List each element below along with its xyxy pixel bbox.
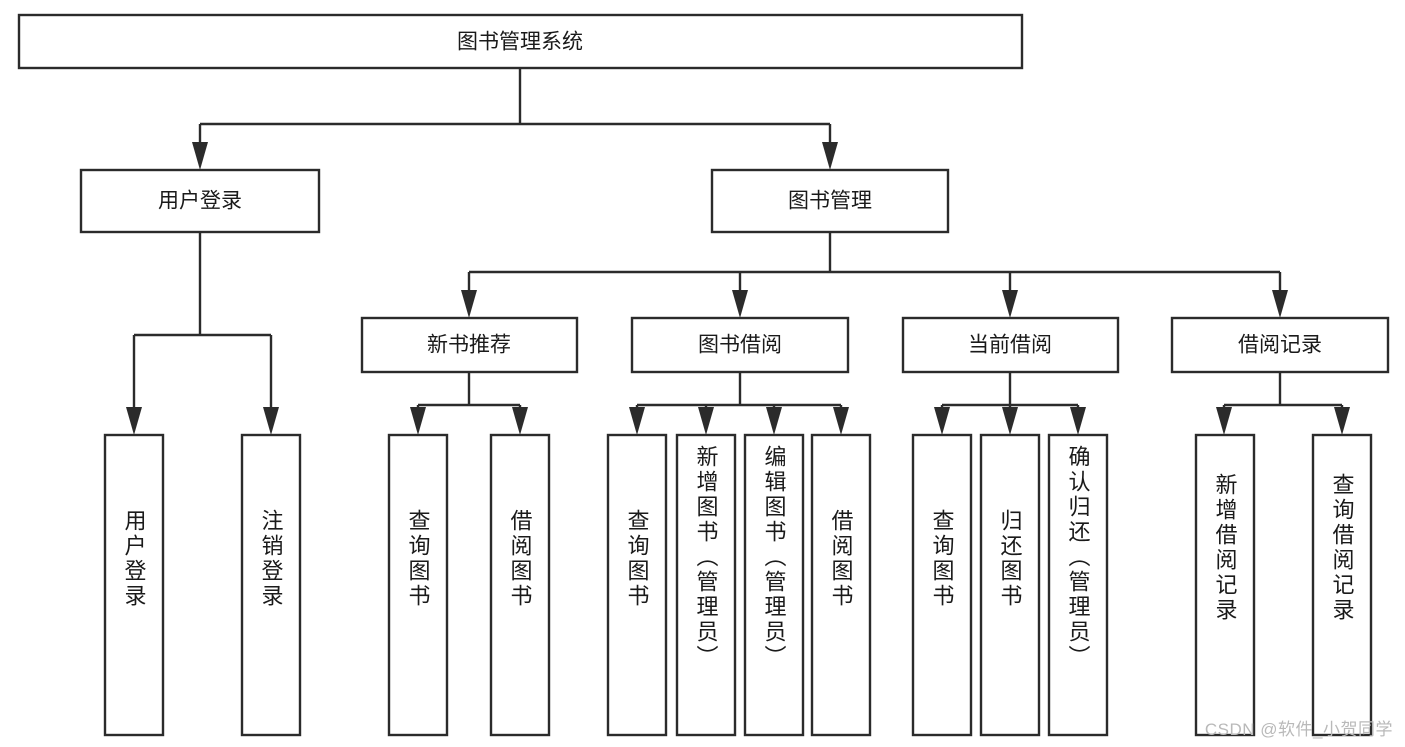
- node-book-borrow-label: 图书借阅: [698, 334, 782, 357]
- leaf-borrow-add-book-admin[interactable]: [675, 433, 737, 737]
- node-borrow-record-label: 借阅记录: [1238, 334, 1322, 357]
- node-root-book-management-system[interactable]: [17, 13, 1024, 70]
- arrow-head-icon: [461, 290, 477, 318]
- leaf-borrow-borrow-book[interactable]: [810, 433, 872, 737]
- node-current-borrow-label: 当前借阅: [968, 334, 1052, 357]
- arrow-head-icon: [698, 407, 714, 435]
- arrow-head-icon: [1272, 290, 1288, 318]
- leaf-record-query-record[interactable]: [1311, 433, 1373, 737]
- arrow-head-icon: [126, 407, 142, 435]
- arrow-head-icon: [410, 407, 426, 435]
- leaf-newbook-borrow-book[interactable]: [489, 433, 551, 737]
- leaf-current-confirm-return-admin[interactable]: [1047, 433, 1109, 737]
- node-book-management[interactable]: [710, 168, 950, 234]
- arrow-head-icon: [192, 142, 208, 170]
- arrow-head-icon: [263, 407, 279, 435]
- arrow-head-icon: [833, 407, 849, 435]
- arrow-head-icon: [1334, 407, 1350, 435]
- node-user-login[interactable]: [79, 168, 321, 234]
- leaf-borrow-query-book[interactable]: [606, 433, 668, 737]
- arrow-head-icon: [629, 407, 645, 435]
- leaf-newbook-query-book[interactable]: [387, 433, 449, 737]
- arrow-head-icon: [1070, 407, 1086, 435]
- node-book-management-label: 图书管理: [788, 190, 872, 213]
- arrow-head-icon: [1216, 407, 1232, 435]
- node-root-label: 图书管理系统: [457, 31, 583, 54]
- leaf-current-return-book[interactable]: [979, 433, 1041, 737]
- arrow-head-icon: [934, 407, 950, 435]
- arrow-head-icon: [1002, 290, 1018, 318]
- arrow-head-icon: [512, 407, 528, 435]
- node-borrow-record[interactable]: [1170, 316, 1390, 374]
- node-book-borrow[interactable]: [630, 316, 850, 374]
- node-new-book-recommend-label: 新书推荐: [427, 334, 511, 357]
- arrow-head-icon: [822, 142, 838, 170]
- arrow-head-icon: [1002, 407, 1018, 435]
- watermark-text: CSDN @软件_小贺同学: [1204, 720, 1393, 739]
- arrow-head-icon: [766, 407, 782, 435]
- arrow-head-icon: [732, 290, 748, 318]
- leaf-borrow-edit-book-admin[interactable]: [743, 433, 805, 737]
- leaf-current-query-book[interactable]: [911, 433, 973, 737]
- leaf-user-login-login[interactable]: [103, 433, 165, 737]
- leaf-user-login-logout[interactable]: [240, 433, 302, 737]
- node-current-borrow[interactable]: [901, 316, 1120, 374]
- node-user-login-label: 用户登录: [158, 190, 242, 213]
- leaf-record-add-record[interactable]: [1194, 433, 1256, 737]
- node-new-book-recommend[interactable]: [360, 316, 579, 374]
